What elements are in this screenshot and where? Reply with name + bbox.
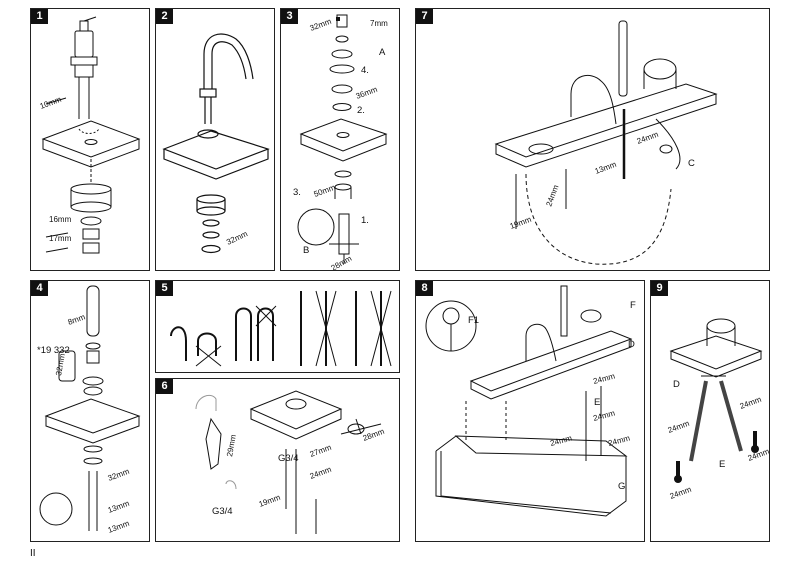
- step-9-diagram: D 24mm 24mm E 24mm 24mm: [667, 318, 770, 501]
- label-D: D: [673, 379, 680, 390]
- step-number: 1: [31, 9, 48, 24]
- label-G: G: [618, 481, 625, 492]
- step-number: 9: [651, 281, 668, 296]
- label-32mm: 32mm: [309, 17, 333, 33]
- label-24mm-d: 24mm: [669, 485, 693, 501]
- step-9-panel: 9 D 24mm 24mm E 24mm 24mm: [650, 280, 770, 542]
- page-label: II: [30, 548, 36, 559]
- label-27mm: 27mm: [309, 443, 333, 459]
- label-E: E: [594, 397, 600, 408]
- label-C: C: [688, 158, 695, 169]
- label-F1: F1: [468, 315, 479, 326]
- label-part-number: *19 332: [37, 345, 70, 356]
- label-13mm-a: 13mm: [107, 499, 131, 515]
- step-number: 6: [156, 379, 173, 394]
- label-28mm: 28mm: [330, 254, 354, 271]
- step-7-panel: 7 13mm 24mm 24mm 19mm C: [415, 8, 770, 271]
- label-8mm: 8mm: [67, 312, 87, 327]
- step-6-panel: 6 29mm G3/4 27mm 24mm G3/4 19mm 28mm: [155, 378, 400, 542]
- step-number: 2: [156, 9, 173, 24]
- label-D: D: [628, 339, 635, 350]
- label-3: 3.: [293, 187, 301, 198]
- step-2-diagram: 32mm: [162, 33, 270, 254]
- wrench-icon: [45, 97, 69, 253]
- label-32mm-b: 32mm: [107, 467, 131, 483]
- step-4-diagram: 8mm *19 332 32mm 32mm 13mm 13mm: [37, 285, 141, 535]
- label-24mm-c: 24mm: [747, 447, 770, 463]
- step-5-diagram: [170, 290, 392, 367]
- label-A: A: [379, 47, 386, 58]
- step-number: 4: [31, 281, 48, 296]
- label-G34-b: G3/4: [212, 506, 233, 517]
- step-6-diagram: 29mm G3/4 27mm 24mm G3/4 19mm 28mm: [195, 390, 386, 534]
- step-3-panel: 3 7mm 32mm A 4. 36mm 2. 3. 50mm 1.: [280, 8, 400, 271]
- label-B: B: [303, 245, 309, 256]
- step-number: 7: [416, 9, 433, 24]
- label-2: 2.: [357, 105, 365, 116]
- step-3-diagram: 7mm 32mm A 4. 36mm 2. 3. 50mm 1. B 28mm: [293, 14, 388, 271]
- step-7-diagram: 13mm 24mm 24mm 19mm C: [494, 20, 718, 265]
- step-5-panel: 5: [155, 280, 400, 373]
- step-8-diagram: F1 F D 24mm E 24mm 24mm 24mm G: [425, 285, 636, 517]
- label-24mm-a: 24mm: [739, 395, 763, 411]
- step-1-diagram: 10mm 16mm 17mm: [39, 16, 141, 254]
- step-8-panel: 8 F1 F D 24mm E 24mm 24mm 24mm G: [415, 280, 645, 542]
- label-1: 1.: [361, 215, 369, 226]
- label-50mm: 50mm: [313, 183, 337, 199]
- label-19mm: 19mm: [509, 215, 533, 231]
- label-13mm: 13mm: [594, 160, 618, 176]
- label-4: 4.: [361, 65, 369, 76]
- thermometer-icon: [674, 431, 759, 483]
- label-F: F: [630, 300, 636, 311]
- label-10mm: 10mm: [39, 95, 63, 111]
- step-number: 5: [156, 281, 173, 296]
- step-4-panel: 4 8mm *19 332 32mm 32mm 13mm 13mm: [30, 280, 150, 542]
- step-number: 3: [281, 9, 298, 24]
- label-24mm-d: 24mm: [607, 433, 631, 448]
- label-24mm: 24mm: [309, 465, 333, 481]
- label-24mm-b: 24mm: [667, 419, 691, 435]
- label-24mm-b: 24mm: [636, 130, 660, 146]
- label-G34-a: G3/4: [278, 453, 299, 464]
- label-24mm-b: 24mm: [592, 408, 616, 423]
- label-29mm: 29mm: [225, 434, 238, 458]
- label-E: E: [719, 459, 725, 470]
- label-17mm: 17mm: [49, 234, 72, 243]
- label-24mm-a: 24mm: [592, 371, 616, 386]
- label-32mm-a: 32mm: [54, 353, 67, 377]
- label-13mm-b: 13mm: [107, 519, 131, 535]
- step-number: 8: [416, 281, 433, 296]
- label-24mm-c: 24mm: [549, 433, 573, 448]
- label-16mm: 16mm: [49, 215, 72, 224]
- label-7mm: 7mm: [370, 19, 388, 28]
- label-24mm-a: 24mm: [544, 183, 560, 207]
- label-36mm: 36mm: [355, 85, 379, 101]
- label-32mm: 32mm: [225, 229, 249, 247]
- label-19mm: 19mm: [258, 493, 282, 509]
- step-1-panel: 1 10mm 16mm 17mm: [30, 8, 150, 271]
- label-28mm: 28mm: [362, 427, 386, 443]
- step-2-panel: 2 32mm: [155, 8, 275, 271]
